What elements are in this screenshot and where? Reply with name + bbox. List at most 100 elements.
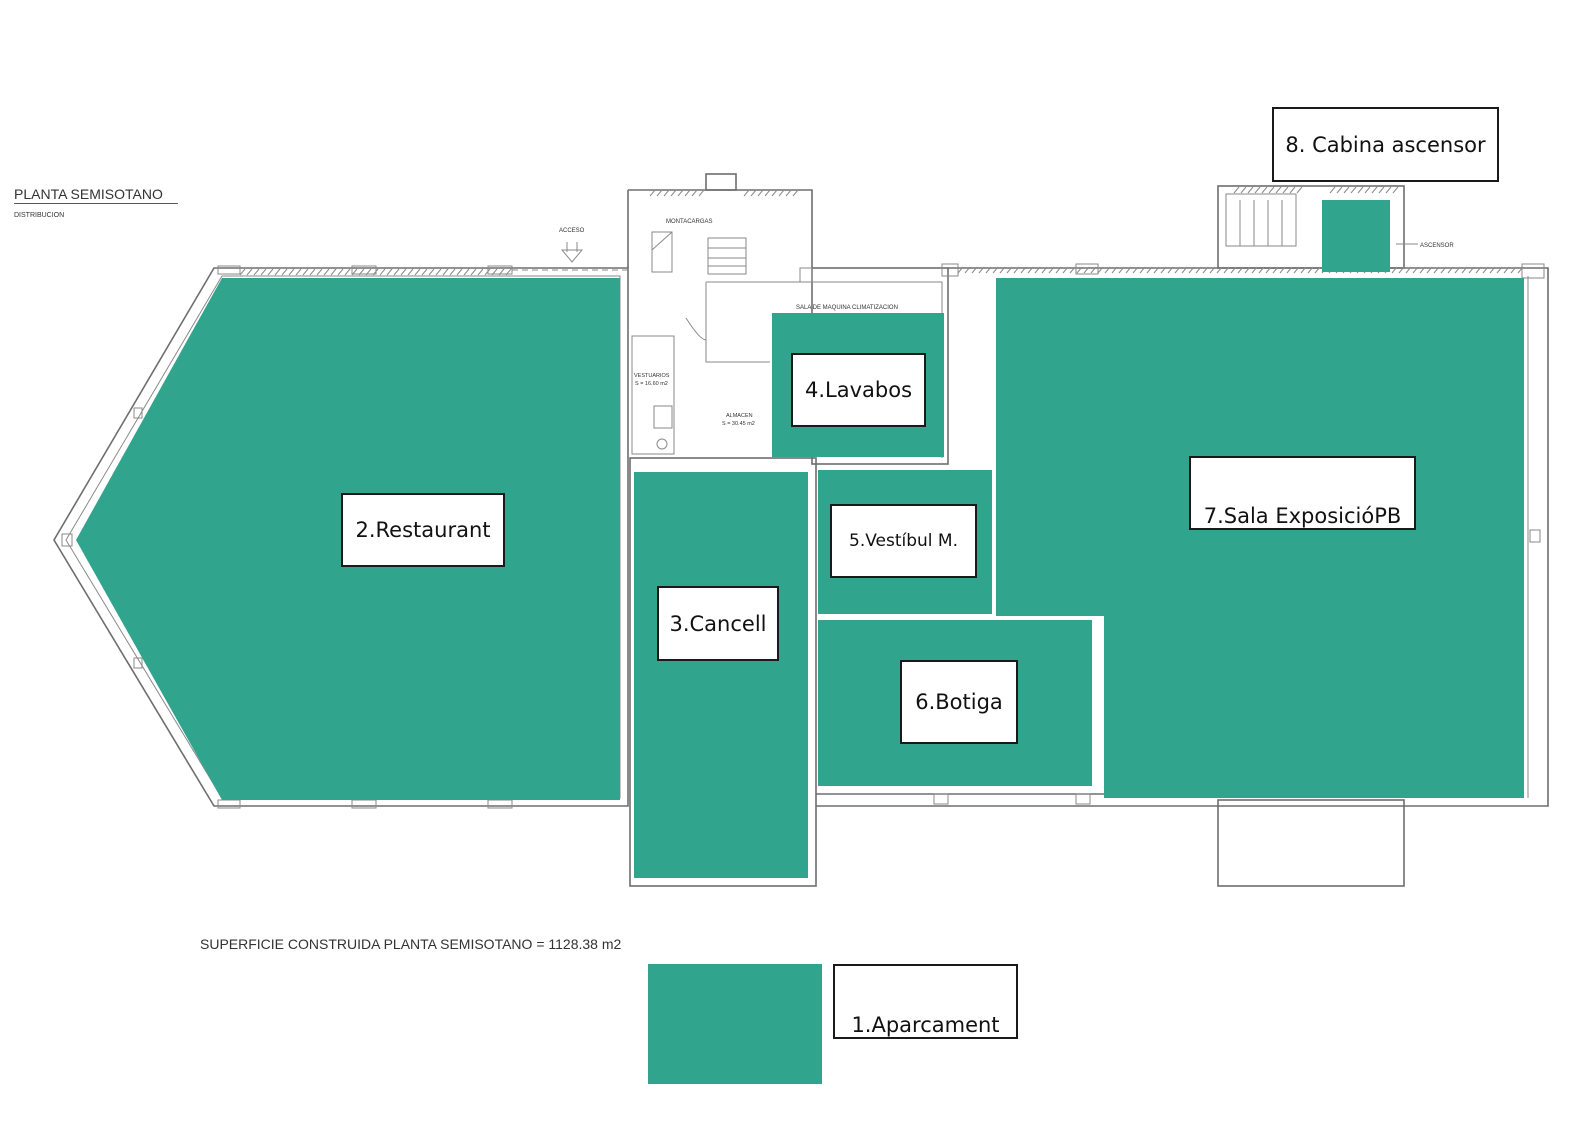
- hatch-line: [1188, 266, 1195, 274]
- hatch-line: [1378, 186, 1385, 194]
- hatch-line: [1013, 266, 1020, 274]
- hatch-line: [1391, 266, 1398, 274]
- hatch-line: [1233, 186, 1240, 194]
- hatch-line: [1272, 266, 1279, 274]
- hatch-line: [663, 189, 670, 197]
- hatch-line: [957, 266, 964, 274]
- hatch-line: [1268, 186, 1275, 194]
- hatch-line: [999, 266, 1006, 274]
- hatch-line: [670, 189, 677, 197]
- hatch-line: [1146, 266, 1153, 274]
- hatch-line: [757, 189, 764, 197]
- hatch-line: [330, 268, 337, 276]
- hatch-line: [337, 268, 344, 276]
- hatch-line: [743, 189, 750, 197]
- hatch-line: [1440, 266, 1447, 274]
- room-label-sala-exposicio: 7.Sala ExposicióPB: [1189, 456, 1416, 530]
- hatch-line: [1083, 266, 1090, 274]
- hatch-line: [684, 189, 691, 197]
- hatch-line: [1027, 266, 1034, 274]
- hatch-line: [1329, 186, 1336, 194]
- hatch-line: [1139, 266, 1146, 274]
- hatch-line: [1405, 266, 1412, 274]
- hatch-line: [1275, 186, 1282, 194]
- hatch-line: [1468, 266, 1475, 274]
- hatch-line: [1097, 266, 1104, 274]
- hatch-line: [1195, 266, 1202, 274]
- hatch-line: [456, 268, 463, 276]
- hatch-line: [316, 268, 323, 276]
- cad-label-vestuarios-area: S = 16.60 m2: [635, 381, 668, 387]
- hatch-line: [484, 268, 491, 276]
- cad-annotations: ACCESO MONTACARGAS SALA DE MAQUINA CLIMA…: [559, 219, 1454, 427]
- room-area-cancell: [634, 472, 808, 878]
- hatch-line: [1289, 186, 1296, 194]
- hatch-line: [309, 268, 316, 276]
- hatch-line: [281, 268, 288, 276]
- hatch-line: [1090, 266, 1097, 274]
- hatch-line: [1247, 186, 1254, 194]
- hatch-line: [1496, 266, 1503, 274]
- hatch-line: [1181, 266, 1188, 274]
- hatch-line: [1240, 186, 1247, 194]
- room-label-cabina-ascensor: 8. Cabina ascensor: [1272, 107, 1499, 182]
- hatch-line: [649, 189, 656, 197]
- hatch-line: [1510, 266, 1517, 274]
- hatch-line: [1055, 266, 1062, 274]
- room-label-cancell: 3.Cancell: [657, 586, 779, 661]
- hatch-line: [1020, 266, 1027, 274]
- hatch-line: [1041, 266, 1048, 274]
- hatch-line: [1364, 186, 1371, 194]
- hatch-line: [1412, 266, 1419, 274]
- hatch-line: [1371, 186, 1378, 194]
- hatch-line: [1482, 266, 1489, 274]
- room-label-botiga: 6.Botiga: [900, 660, 1018, 744]
- hatch-line: [491, 268, 498, 276]
- cad-label-acceso: ACCESO: [559, 228, 585, 234]
- hatch-line: [1385, 186, 1392, 194]
- hatch-line: [1350, 186, 1357, 194]
- hatch-line: [477, 268, 484, 276]
- hatch-line: [1006, 266, 1013, 274]
- hatch-line: [691, 189, 698, 197]
- hatch-line: [1062, 266, 1069, 274]
- hatch-line: [498, 268, 505, 276]
- hatch-line: [1209, 266, 1216, 274]
- hatch-line: [302, 268, 309, 276]
- hatch-line: [785, 189, 792, 197]
- hatch-line: [992, 266, 999, 274]
- hatch-line: [750, 189, 757, 197]
- hatch-line: [323, 268, 330, 276]
- hatch-line: [1461, 266, 1468, 274]
- hatch-line: [1475, 266, 1482, 274]
- cad-label-almacen: ALMACEN: [726, 413, 753, 419]
- room-label-lavabos: 4.Lavabos: [791, 353, 926, 427]
- hatch-line: [1254, 186, 1261, 194]
- hatch-line: [792, 189, 799, 197]
- hatch-line: [1174, 266, 1181, 274]
- hatch-line: [1489, 266, 1496, 274]
- hatch-line: [1314, 266, 1321, 274]
- hatch-line: [1132, 266, 1139, 274]
- hatch-line: [1454, 266, 1461, 274]
- hatch-line: [407, 268, 414, 276]
- hatch-line: [1279, 266, 1286, 274]
- hatch-line: [295, 268, 302, 276]
- hatch-line: [1167, 266, 1174, 274]
- hatch-line: [267, 268, 274, 276]
- hatch-line: [1503, 266, 1510, 274]
- hatch-line: [449, 268, 456, 276]
- cad-label-montacargas: MONTACARGAS: [666, 219, 713, 225]
- hatch-line: [1048, 266, 1055, 274]
- plan-title: PLANTA SEMISOTANO: [14, 186, 178, 204]
- hatch-line: [1118, 266, 1125, 274]
- hatch-line: [1258, 266, 1265, 274]
- hatch-line: [971, 266, 978, 274]
- hatch-line: [1336, 186, 1343, 194]
- hatch-line: [365, 268, 372, 276]
- hatch-line: [1125, 266, 1132, 274]
- hatch-line: [978, 266, 985, 274]
- hatch-line: [1392, 186, 1399, 194]
- hatch-line: [1282, 186, 1289, 194]
- hatch-line: [764, 189, 771, 197]
